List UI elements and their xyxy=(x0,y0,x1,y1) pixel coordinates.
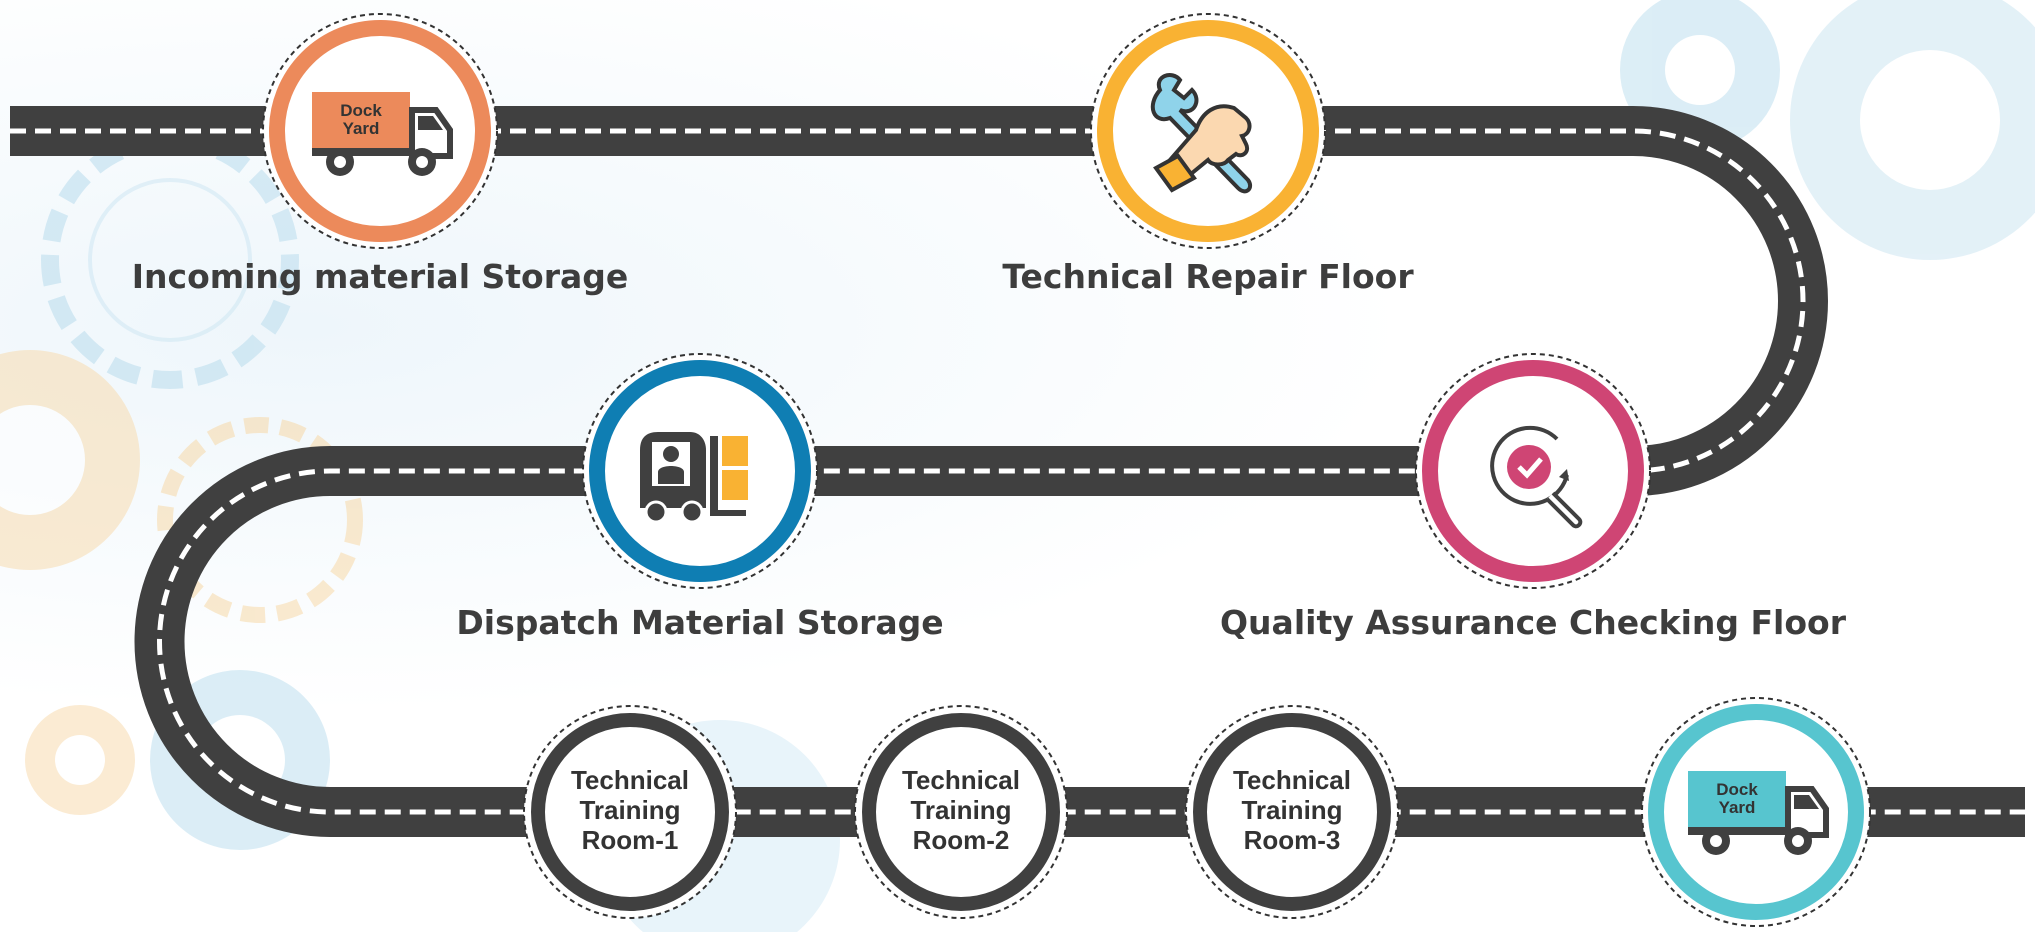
forklift-icon xyxy=(640,432,748,524)
road xyxy=(10,106,2025,837)
badge-line-2: Yard xyxy=(343,119,380,138)
room-2-line2: Training xyxy=(910,795,1012,825)
station-qa xyxy=(1415,353,1651,589)
station-label-qa: Quality Assurance Checking Floor xyxy=(1220,603,1846,642)
station-repair xyxy=(1090,13,1326,249)
badge-line-1: Dock xyxy=(340,101,382,120)
room-1-line3: Room-1 xyxy=(581,825,679,855)
room-2-line1: Technical xyxy=(901,765,1020,795)
room-marker-3 xyxy=(1185,705,1399,919)
station-dispatch xyxy=(582,353,818,589)
room-1-line1: Technical xyxy=(570,765,689,795)
station-label-dispatch: Dispatch Material Storage xyxy=(456,603,944,642)
room-3-line3: Room-3 xyxy=(1243,825,1341,855)
station-label-incoming: Incoming material Storage xyxy=(131,257,629,296)
station-label-repair: Technical Repair Floor xyxy=(1002,257,1414,296)
room-1-line2: Training xyxy=(579,795,681,825)
room-3-line1: Technical xyxy=(1232,765,1351,795)
quality-check-magnifier-icon xyxy=(1490,425,1583,529)
training-room-3: Technical Training Room-3 xyxy=(1217,765,1367,855)
room-marker-2 xyxy=(854,705,1068,919)
room-marker-1 xyxy=(523,705,737,919)
room-2-line3: Room-2 xyxy=(912,825,1010,855)
badge-line-2: Yard xyxy=(1719,798,1756,817)
wrench-hand-icon xyxy=(1150,73,1253,194)
badge-line-1: Dock xyxy=(1716,780,1758,799)
training-room-1: Technical Training Room-1 xyxy=(555,765,705,855)
training-room-2: Technical Training Room-2 xyxy=(886,765,1036,855)
room-3-line2: Training xyxy=(1241,795,1343,825)
